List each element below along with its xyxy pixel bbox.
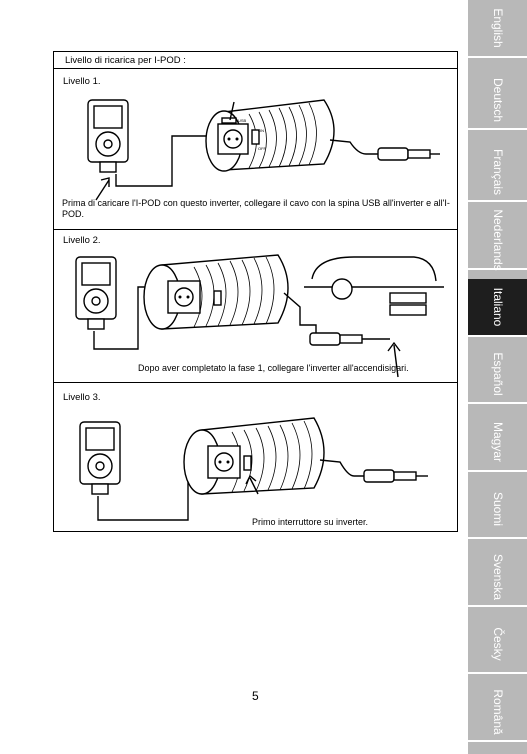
lang-tab-cesky[interactable]: Česky bbox=[468, 616, 527, 674]
car-plug-icon bbox=[363, 469, 428, 483]
lang-label: Magyar bbox=[490, 421, 505, 463]
step-2-label: Livello 2. bbox=[63, 235, 101, 246]
page-number: 5 bbox=[252, 689, 259, 703]
step-2-illustration bbox=[75, 254, 444, 378]
lang-label: Français bbox=[490, 148, 505, 196]
language-sidebar: English Deutsch Français Nederlands Ital… bbox=[468, 0, 527, 754]
lang-tab-suomi[interactable]: Suomi bbox=[468, 481, 527, 539]
step-3-text: Primo interruttore su inverter. bbox=[252, 517, 369, 527]
ipod-icon bbox=[87, 99, 129, 173]
switch-off-label: OFF bbox=[258, 146, 267, 151]
lang-label: Suomi bbox=[490, 491, 505, 527]
car-plug-icon bbox=[377, 147, 440, 161]
step-divider bbox=[54, 382, 457, 383]
lang-label: Česky bbox=[490, 627, 505, 661]
step-1-illustration: ON OFF USB bbox=[87, 99, 440, 201]
lang-label: Español bbox=[490, 352, 505, 396]
lang-tab-magyar[interactable]: Magyar bbox=[468, 414, 527, 472]
switch-on-label: ON bbox=[258, 128, 264, 133]
lang-tab-english[interactable]: English bbox=[468, 0, 527, 58]
lang-tab-romana[interactable]: Română bbox=[468, 684, 527, 742]
lang-tab-svenska[interactable]: Svenska bbox=[468, 549, 527, 607]
lang-label: English bbox=[490, 8, 505, 48]
lang-label: Deutsch bbox=[490, 77, 505, 123]
step-3-label: Livello 3. bbox=[63, 392, 101, 403]
ipod-icon bbox=[75, 256, 117, 330]
car-plug-icon bbox=[309, 332, 390, 346]
usb-label: USB bbox=[238, 118, 247, 123]
step-1-label: Livello 1. bbox=[63, 76, 101, 87]
step-3-illustration bbox=[79, 417, 428, 521]
step-1-text: Prima di caricare l'I-POD con questo inv… bbox=[62, 198, 450, 219]
lang-label: Svenska bbox=[490, 553, 505, 601]
lang-tab-deutsch[interactable]: Deutsch bbox=[468, 72, 527, 130]
car-dashboard-icon bbox=[304, 256, 444, 316]
lang-tab-italiano[interactable]: Italiano bbox=[468, 279, 527, 337]
lang-label: Română bbox=[490, 689, 505, 735]
instruction-box: Livello di ricarica per I-POD : Livello … bbox=[53, 51, 458, 532]
step-divider bbox=[54, 229, 457, 230]
inverter-icon bbox=[183, 417, 325, 495]
ipod-icon bbox=[79, 421, 121, 495]
lang-label: Nederlands bbox=[490, 209, 505, 271]
lang-tab-francais[interactable]: Français bbox=[468, 144, 527, 202]
instruction-title-row: Livello di ricarica per I-POD : bbox=[54, 52, 457, 69]
lang-tab-espanol[interactable]: Español bbox=[468, 346, 527, 404]
inverter-icon bbox=[205, 99, 335, 172]
step-2-text: Dopo aver completato la fase 1, collegar… bbox=[138, 363, 409, 373]
lang-tab-nederlands[interactable]: Nederlands bbox=[468, 209, 527, 271]
inverter-icon bbox=[143, 254, 289, 330]
lang-label: Italiano bbox=[490, 287, 505, 327]
instruction-title: Livello di ricarica per I-POD : bbox=[65, 55, 186, 66]
